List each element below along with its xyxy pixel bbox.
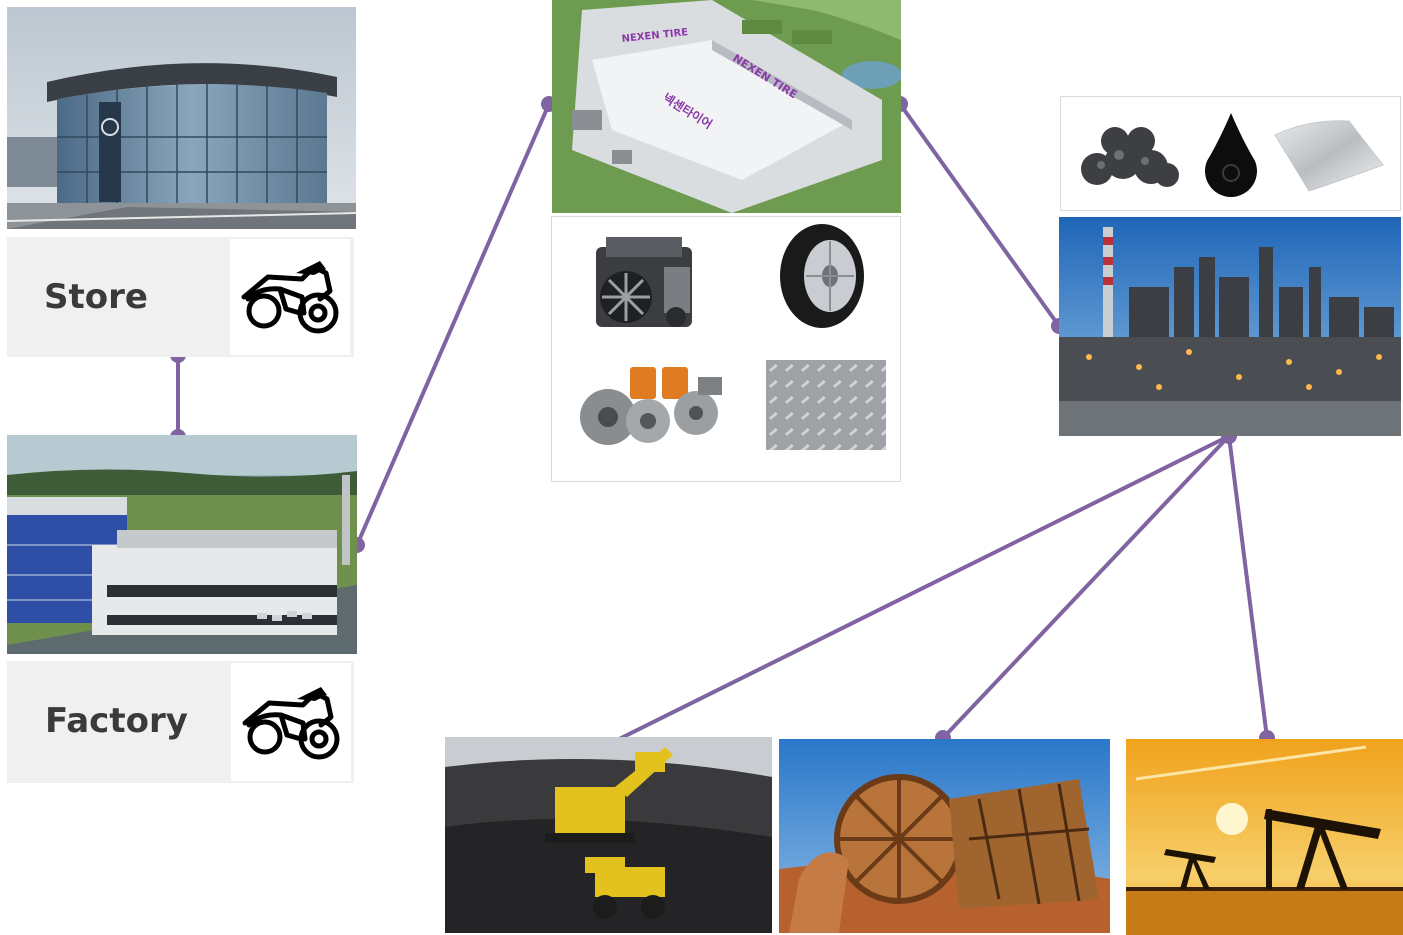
ore-excavator-photo: [779, 739, 1110, 933]
motorcycle-icon: [241, 261, 339, 334]
store-icon-box: [230, 239, 350, 355]
clutch-icon: [580, 367, 722, 445]
connector-refinery-ore: [941, 434, 1231, 740]
oil-drop-icon: [1205, 113, 1257, 197]
connector-factory-supplier: [355, 102, 551, 547]
refinery-photo: [1059, 217, 1401, 436]
coal-icon: [1081, 127, 1179, 187]
motorcycle-icon: [242, 687, 340, 760]
oil-pumpjack-photo: [1126, 739, 1403, 935]
components-panel: [551, 216, 901, 482]
connector-refinery-oil: [1227, 434, 1269, 740]
store-label: Store: [44, 277, 148, 317]
factory-icon-box: [231, 663, 351, 781]
metal-plate-icon: [766, 360, 886, 450]
store-photo: [7, 7, 356, 229]
factory-photo: [7, 435, 357, 654]
tire-icon: [780, 224, 864, 328]
factory-label-box: Factory: [7, 661, 354, 783]
tire-plant-photo: NEXEN TIRE NEXEN TIRE 넥센타이어: [552, 0, 901, 213]
coal-mine-photo: [445, 737, 772, 933]
factory-label: Factory: [45, 701, 188, 741]
store-label-box: Store: [7, 237, 354, 357]
metal-sheet-icon: [1274, 120, 1384, 192]
connector-refinery-coal: [605, 434, 1231, 747]
engine-icon: [596, 237, 692, 327]
raw-materials-panel: [1060, 96, 1401, 211]
connector-supplier-refinery: [898, 102, 1061, 328]
